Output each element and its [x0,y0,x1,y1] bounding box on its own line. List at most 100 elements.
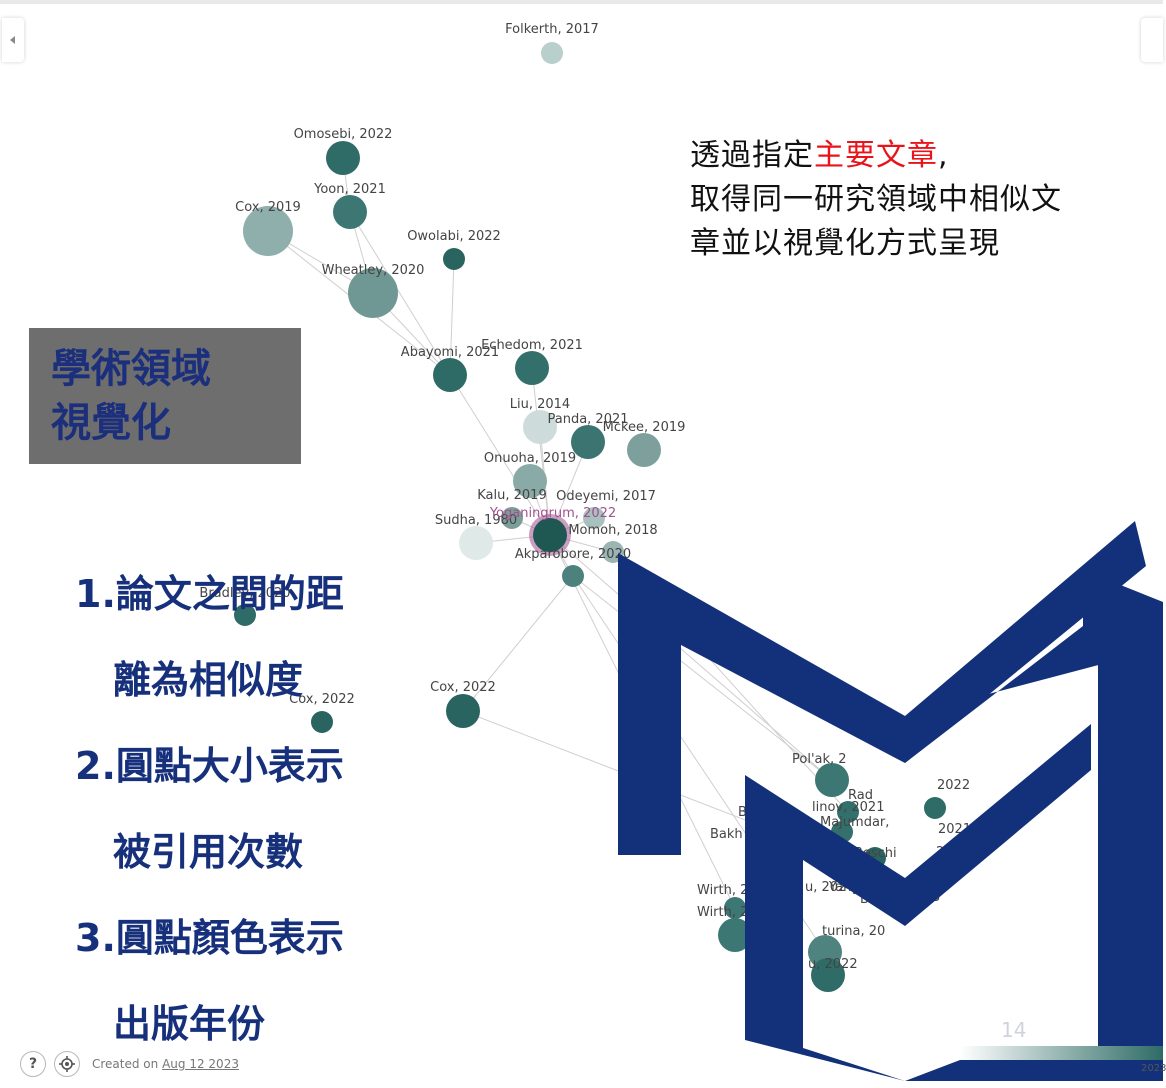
paper-label-partial[interactable]: turina, 20 [822,924,885,939]
paper-node[interactable] [583,507,605,529]
paper-node[interactable] [243,206,293,256]
paper-node[interactable] [446,694,480,728]
paper-label-partial[interactable]: Pol'ak, 2 [792,752,847,767]
paper-label[interactable]: Echedom, 2021 [481,338,583,353]
paper-node[interactable] [443,248,465,270]
recenter-button[interactable] [54,1051,80,1077]
paper-label[interactable]: Omosebi, 2022 [294,127,393,142]
paper-node[interactable] [924,797,946,819]
title-line-1: 學術領域 [51,346,211,392]
citation-edge [549,534,833,781]
paper-label[interactable]: Mckee, 2019 [603,420,686,435]
note-prefix: 透過指定 [690,138,814,173]
paper-label-partial[interactable]: B [738,805,747,820]
paper-label[interactable]: Cox, 2019 [235,200,301,215]
paper-node[interactable] [724,897,746,919]
paper-label[interactable]: Yoganingrum, 2022 [489,506,616,521]
citation-edge [462,710,811,846]
citation-edge [612,551,849,813]
paper-node[interactable] [333,195,367,229]
paper-label[interactable]: Bradley, 2020 [199,586,290,601]
paper-label[interactable]: Momoh, 2018 [568,523,657,538]
crosshair-icon [59,1056,75,1072]
paper-label-partial[interactable]: 2022 [937,778,970,793]
paper-label-partial[interactable]: 21 [802,827,819,842]
citation-edge [549,534,736,909]
paper-label[interactable]: Cox, 2022 [430,680,496,695]
paper-node[interactable] [562,565,584,587]
footer-bar: ? Created on Aug 12 2023 [20,1051,239,1077]
help-icon: ? [28,1056,38,1072]
description-note: 透過指定主要文章, 取得同一研究領域中相似文章並以視覺化方式呈現 [690,134,1070,266]
note-rest: 取得同一研究領域中相似文章並以視覺化方式呈現 [690,182,1062,261]
paper-node[interactable] [326,141,360,175]
point-1-cont: 離為相似度 [113,658,304,702]
citation-edge [349,211,451,376]
note-comma: , [938,138,949,173]
paper-node[interactable] [541,42,563,64]
paper-label[interactable]: Panda, 2021 [547,412,628,427]
collapse-left-panel-button[interactable] [2,18,24,62]
paper-label-partial[interactable]: Wirth, 2 [697,883,748,898]
citation-edge [462,575,574,712]
paper-label-partial[interactable]: u, 2022 [808,957,858,972]
paper-label[interactable]: Sudha, 1980 [435,513,517,528]
paper-label[interactable]: Kalu, 2019 [477,488,546,503]
point-3-cont: 出版年份 [113,1002,266,1046]
paper-label-partial[interactable]: 2021 [938,822,971,837]
paper-node[interactable] [234,604,256,626]
paper-node[interactable] [627,433,661,467]
paper-node[interactable] [571,425,605,459]
paper-label[interactable]: Cox, 2022 [289,692,355,707]
paper-label-partial[interactable]: Bu [860,892,877,907]
top-border [0,0,1163,4]
help-button[interactable]: ? [20,1051,46,1077]
point-3: 3.圓點顏色表示 [75,916,344,960]
paper-node[interactable] [433,358,467,392]
paper-label-partial[interactable]: n, 2022 [822,851,872,866]
paper-node[interactable] [523,410,557,444]
paper-label[interactable]: Onuoha, 2019 [484,451,576,466]
paper-label[interactable]: Akparobore, 2020 [515,547,631,562]
paper-node[interactable] [815,763,849,797]
paper-label-partial[interactable]: Bakh [710,827,743,842]
paper-label-partial[interactable]: Wirth, 2 [697,905,748,920]
paper-node[interactable] [348,268,398,318]
origin-paper-node[interactable] [533,518,567,552]
paper-label-partial[interactable]: 2022 [936,845,969,860]
citation-edge [449,258,455,376]
explanation-list: 1.論文之間的距 離為相似度 2.圓點大小表示 被引用次數 3.圓點顏色表示 出… [75,572,435,1088]
paper-node[interactable] [311,711,333,733]
paper-label-partial[interactable]: Majumdar, [820,815,889,830]
point-2-cont: 被引用次數 [113,830,304,874]
page-number: 14 [1001,1018,1027,1042]
point-1: 1.論文之間的距 [75,572,344,616]
title-line-2: 視覺化 [51,400,171,446]
year-color-scale [960,1046,1163,1060]
paper-node[interactable] [459,526,493,560]
paper-node[interactable] [513,464,547,498]
point-2: 2.圓點大小表示 [75,744,344,788]
citation-edge [449,374,551,536]
paper-node[interactable] [515,351,549,385]
paper-label[interactable]: Abayomi, 2021 [401,345,499,360]
paper-label[interactable]: Owolabi, 2022 [407,229,501,244]
year-scale-end: 2023 [1141,1063,1166,1074]
paper-label-partial[interactable]: u, 202 [805,880,846,895]
citation-edge [572,575,833,781]
paper-label[interactable]: Yoon, 2021 [313,182,386,197]
paper-label[interactable]: Wheatley, 2020 [322,263,425,278]
paper-node[interactable] [501,507,523,529]
created-on: Created on Aug 12 2023 [92,1057,239,1071]
paper-label-partial[interactable]: linov, 2021 [812,800,884,815]
paper-label-partial[interactable]: 3 [932,890,940,905]
collapse-right-panel-button[interactable] [1141,18,1163,62]
created-date-link[interactable]: Aug 12 2023 [162,1057,239,1071]
note-highlight: 主要文章 [814,138,938,173]
paper-node[interactable] [718,918,752,952]
paper-label[interactable]: Odeyemi, 2017 [556,489,656,504]
paper-label[interactable]: Liu, 2014 [510,397,570,412]
created-prefix: Created on [92,1057,159,1071]
paper-label[interactable]: Folkerth, 2017 [505,22,599,37]
title-box: 學術領域 視覺化 [29,328,301,464]
